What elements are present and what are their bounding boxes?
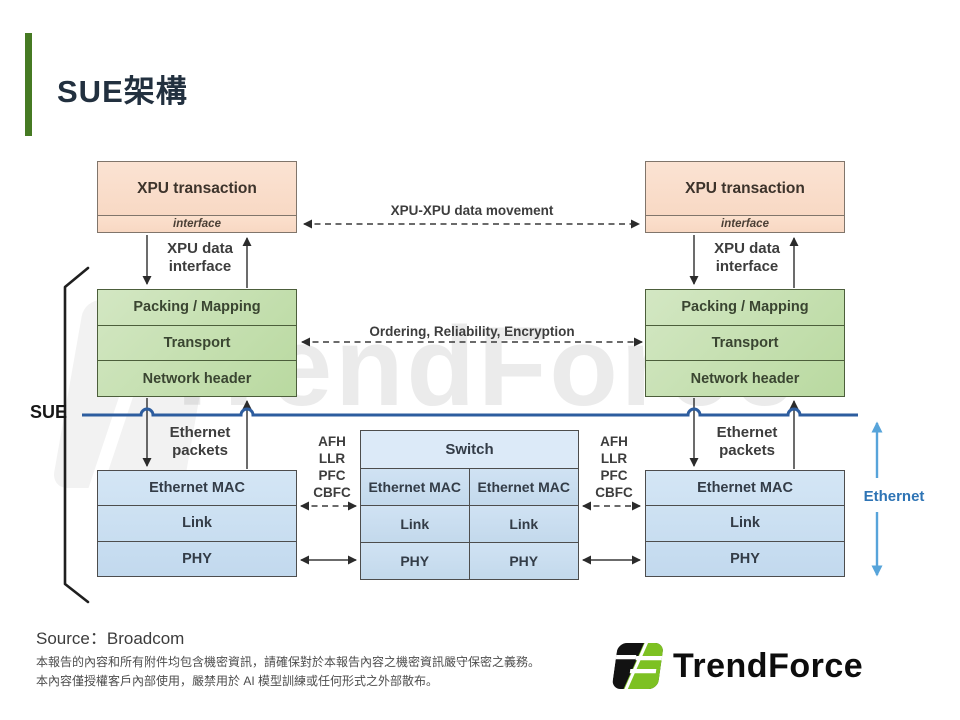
xpu-interface-label-left: interface: [98, 215, 296, 232]
xpu-xpu-data-movement-label: XPU-XPU data movement: [390, 203, 554, 218]
ethernet-packets-label-right: Ethernet packets: [717, 424, 778, 460]
network-header-layer-right: Network header: [646, 360, 844, 396]
transport-layer-right: Transport: [646, 324, 844, 361]
phy-layer-right: PHY: [646, 540, 844, 576]
ethernet-packets-line2-left: packets: [172, 442, 228, 459]
disclaimer-line-2: 本內容僅授權客戶內部使用，嚴禁用於 AI 模型訓練或任何形式之外部散布。: [36, 674, 439, 688]
title-accent-bar: [25, 33, 32, 136]
ethernet-span-label: Ethernet: [860, 488, 928, 505]
link-layer-left: Link: [98, 505, 296, 540]
cbfc-label-right: CBFC: [595, 485, 633, 500]
flow-control-label-left: AFH LLR PFC CBFC: [313, 433, 351, 501]
pfc-label-right: PFC: [600, 468, 628, 483]
transport-layer-left: Transport: [98, 324, 296, 361]
ethernet-packets-line2-right: packets: [719, 442, 775, 459]
ethernet-mac-layer-right: Ethernet MAC: [697, 480, 793, 497]
trendforce-logo-icon: [611, 643, 664, 689]
switch-title: Switch: [361, 431, 578, 468]
phy-layer-left: PHY: [98, 540, 296, 576]
switch-mac-port1: Ethernet MAC: [361, 468, 470, 505]
xpu-interface-label-right: interface: [646, 215, 844, 232]
ordering-reliability-encryption-label: Ordering, Reliability, Encryption: [369, 324, 575, 339]
sue-brace: [63, 266, 90, 604]
xpu-transaction-box-right: XPU transaction interface: [645, 161, 845, 233]
packing-mapping-layer-left: Packing / Mapping: [133, 299, 261, 316]
switch-phy-port2: PHY: [469, 542, 578, 579]
xpu-transaction-box-left: XPU transaction interface: [97, 161, 297, 233]
ethernet-packets-line1-left: Ethernet: [169, 424, 231, 441]
disclaimer-line-1: 本報告的內容和所有附件均包含機密資訊，請確保對於本報告內容之機密資訊嚴守保密之義…: [36, 655, 541, 669]
link-layer-right: Link: [646, 505, 844, 540]
switch-phy-port1: PHY: [361, 542, 470, 579]
switch-port-grid: Ethernet MAC Ethernet MAC Link Link PHY …: [361, 468, 578, 579]
sue-stack-right: Packing / Mapping Transport Network head…: [645, 289, 845, 397]
network-header-layer-left: Network header: [98, 360, 296, 396]
xpu-transaction-label-right: XPU transaction: [685, 179, 805, 197]
packing-mapping-layer-right: Packing / Mapping: [681, 299, 809, 316]
afh-label-right: AFH: [600, 434, 628, 449]
switch-mac-port2: Ethernet MAC: [469, 468, 578, 505]
sue-brace-label: SUE: [30, 402, 68, 422]
switch-link-port1: Link: [361, 505, 470, 542]
switch-link-port2: Link: [469, 505, 578, 542]
ethernet-stack-right: Ethernet MAC Link PHY: [645, 470, 845, 577]
ethernet-packets-label-left: Ethernet packets: [170, 424, 231, 460]
xpu-data-interface-line1-right: XPU data: [714, 240, 780, 257]
xpu-data-interface-label-left: XPU data interface: [167, 240, 233, 276]
ethernet-packets-line1-right: Ethernet: [716, 424, 778, 441]
llr-label-left: LLR: [318, 451, 346, 466]
ethernet-stack-left: Ethernet MAC Link PHY: [97, 470, 297, 577]
cbfc-label-left: CBFC: [313, 485, 351, 500]
xpu-data-interface-line2-right: interface: [715, 258, 779, 275]
ethernet-mac-layer-left: Ethernet MAC: [149, 480, 245, 497]
source-attribution: Source：Broadcom: [36, 629, 185, 648]
trendforce-logo-text: TrendForce: [673, 646, 864, 685]
llr-label-right: LLR: [600, 451, 628, 466]
flow-control-label-right: AFH LLR PFC CBFC: [595, 433, 633, 501]
xpu-data-interface-label-right: XPU data interface: [714, 240, 780, 276]
afh-label-left: AFH: [318, 434, 346, 449]
xpu-data-interface-line2-left: interface: [168, 258, 232, 275]
page-title: SUE架構: [57, 74, 188, 109]
xpu-transaction-label-left: XPU transaction: [137, 179, 257, 197]
sue-boundary-line: [82, 407, 858, 417]
switch-box: Switch Ethernet MAC Ethernet MAC Link Li…: [360, 430, 579, 580]
pfc-label-left: PFC: [318, 468, 346, 483]
sue-stack-left: Packing / Mapping Transport Network head…: [97, 289, 297, 397]
trendforce-logo: TrendForce: [610, 642, 863, 690]
xpu-data-interface-line1-left: XPU data: [167, 240, 233, 257]
